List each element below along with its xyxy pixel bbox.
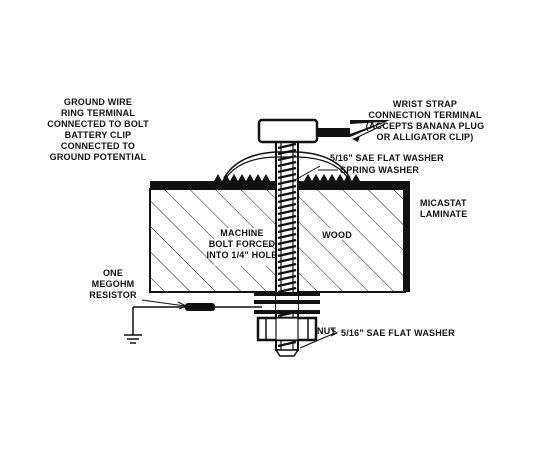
svg-text:CONNECTED TO: CONNECTED TO xyxy=(61,141,135,151)
bolt-head xyxy=(257,118,319,144)
wrist-strap-terminal xyxy=(317,120,390,142)
nut xyxy=(256,316,318,342)
spring-washer xyxy=(223,151,351,179)
svg-text:MACHINE: MACHINE xyxy=(220,228,263,238)
svg-text:(ACCEPTS BANANA PLUG: (ACCEPTS BANANA PLUG xyxy=(366,121,485,131)
resistor-circuit xyxy=(132,303,262,335)
svg-text:WRIST STRAP: WRIST STRAP xyxy=(393,99,457,109)
label-nut: NUT xyxy=(317,326,336,336)
bottom-washers xyxy=(254,292,320,314)
leader-lines xyxy=(141,165,338,349)
svg-text:BATTERY CLIP: BATTERY CLIP xyxy=(65,130,132,140)
label-wood-bg xyxy=(318,228,356,240)
flat-washer-top xyxy=(214,174,360,181)
svg-text:RING TERMINAL: RING TERMINAL xyxy=(61,108,135,118)
svg-text:RESISTOR: RESISTOR xyxy=(89,290,137,300)
label-spring-washer: SPRING WASHER xyxy=(340,165,419,175)
svg-text:INTO 1/4" HOLE: INTO 1/4" HOLE xyxy=(207,250,278,260)
label-wrist-strap: WRIST STRAP CONNECTION TERMINAL (ACCEPTS… xyxy=(366,99,485,142)
svg-text:GROUND WIRE: GROUND WIRE xyxy=(64,97,132,107)
label-flat-washer-top: 5/16" SAE FLAT WASHER xyxy=(330,153,444,163)
svg-text:OR ALLIGATOR CLIP): OR ALLIGATOR CLIP) xyxy=(377,132,474,142)
svg-text:LAMINATE: LAMINATE xyxy=(420,209,467,219)
label-ground-wire: GROUND WIRE RING TERMINAL CONNECTED TO B… xyxy=(47,97,149,162)
svg-text:CONNECTED TO BOLT: CONNECTED TO BOLT xyxy=(47,119,149,129)
label-flat-washer-bottom: 5/16" SAE FLAT WASHER xyxy=(341,328,455,338)
label-resistor: ONE MEGOHM RESISTOR xyxy=(89,268,137,300)
label-laminate: MICASTAT LAMINATE xyxy=(420,198,467,219)
svg-text:BOLT FORCED: BOLT FORCED xyxy=(209,239,276,249)
svg-text:MICASTAT: MICASTAT xyxy=(420,198,467,208)
svg-text:CONNECTION TERMINAL: CONNECTION TERMINAL xyxy=(368,110,482,120)
svg-text:MEGOHM: MEGOHM xyxy=(92,279,135,289)
ground-symbol xyxy=(124,334,142,344)
label-machine-bolt: MACHINE BOLT FORCED INTO 1/4" HOLE xyxy=(207,228,278,266)
svg-text:ONE: ONE xyxy=(103,268,123,278)
label-wood: WOOD xyxy=(322,230,352,240)
svg-text:GROUND POTENTIAL: GROUND POTENTIAL xyxy=(50,152,147,162)
